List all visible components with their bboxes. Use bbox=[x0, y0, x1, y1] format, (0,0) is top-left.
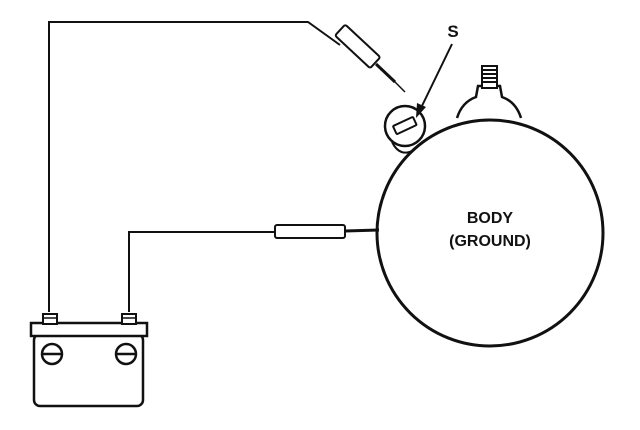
s-terminal bbox=[383, 104, 427, 154]
lower-test-probe bbox=[274, 224, 380, 239]
top-stud bbox=[455, 65, 523, 119]
body-label-line1: BODY bbox=[467, 210, 514, 227]
battery-lid bbox=[29, 321, 149, 338]
battery bbox=[29, 313, 149, 408]
right-wire bbox=[128, 231, 275, 312]
upper-test-probe bbox=[334, 24, 406, 93]
battery-terminal-negative bbox=[42, 313, 58, 325]
left-wire bbox=[48, 21, 341, 312]
s-label: S bbox=[447, 22, 458, 41]
battery-terminal-positive bbox=[121, 313, 137, 325]
s-pointer-arrowhead bbox=[416, 103, 426, 118]
body-label-line2: (GROUND) bbox=[449, 233, 531, 250]
starter-body bbox=[375, 118, 605, 348]
s-pointer-line bbox=[419, 43, 453, 111]
